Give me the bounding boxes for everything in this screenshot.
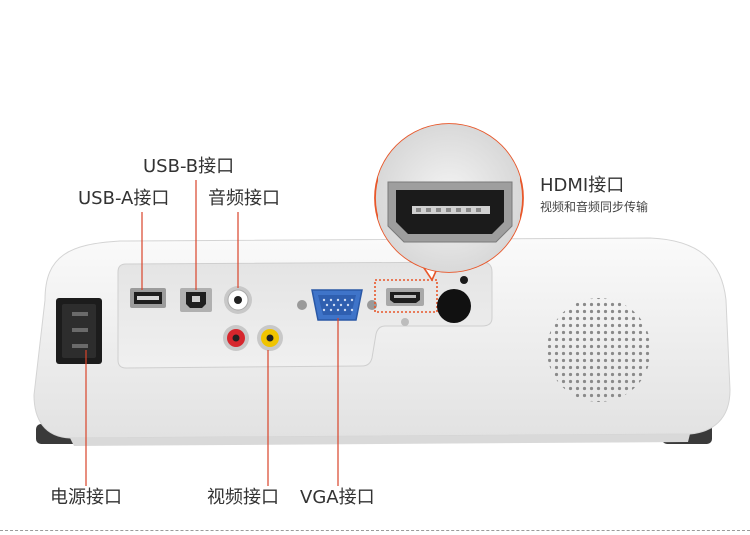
audio-label: 音频接口 (208, 188, 280, 209)
usb-b-label: USB-B接口 (143, 156, 235, 177)
hdmi-label: HDMI接口 (540, 175, 625, 196)
usb-a-label: USB-A接口 (78, 188, 170, 209)
power-label: 电源接口 (50, 487, 122, 508)
leader-lines (85, 180, 339, 486)
hdmi-port (386, 288, 424, 306)
hdmi-description: 视频和音频同步传输 (540, 200, 649, 214)
dashed-divider (0, 530, 750, 531)
vga-label: VGA接口 (300, 487, 375, 508)
hdmi-highlight (374, 279, 438, 313)
rca-yellow-jack (257, 325, 283, 351)
ir-receiver (437, 289, 471, 323)
usb-a-port (130, 288, 166, 308)
speaker-grill (547, 298, 651, 402)
rca-red-jack (223, 325, 249, 351)
audio-jack (224, 286, 252, 314)
zoom-hdmi-closeup (378, 124, 520, 272)
usb-b-port (180, 288, 212, 312)
video-label: 视频接口 (207, 487, 279, 508)
power-inlet (56, 298, 102, 364)
